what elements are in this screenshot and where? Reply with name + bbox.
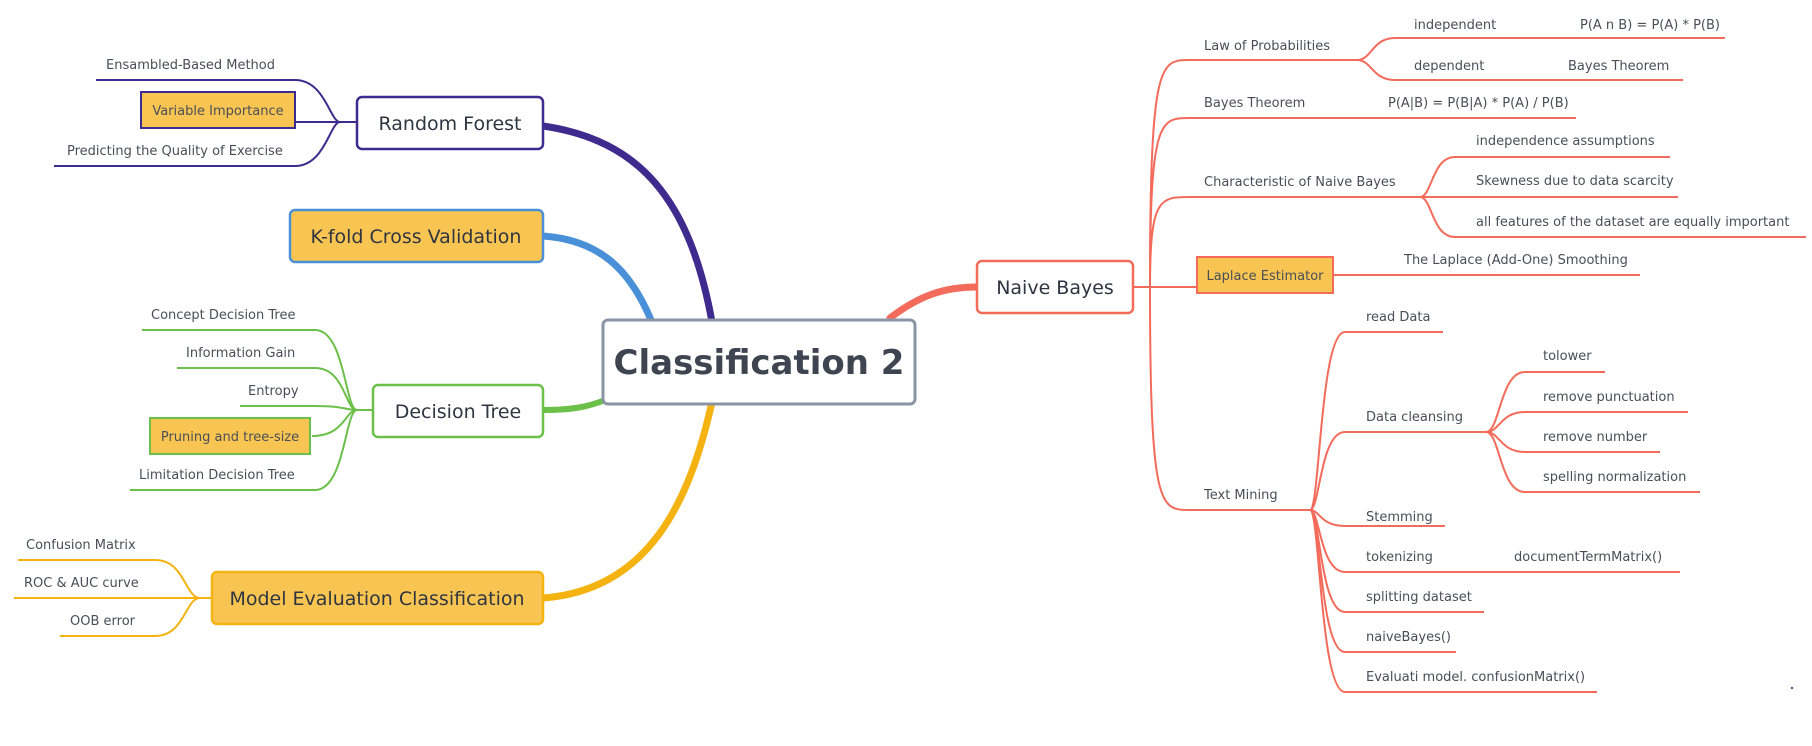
nb-characteristic: Characteristic of Naive Bayes — [1204, 175, 1396, 190]
connector-naive-bayes — [886, 283, 981, 322]
nb-law-independent: independent — [1414, 18, 1496, 33]
nb-law-of-probabilities: Law of Probabilities — [1204, 39, 1330, 54]
model-eval-node[interactable] — [210, 570, 545, 626]
dt-child-pruning-box — [149, 417, 311, 455]
connector-random-forest — [539, 122, 716, 326]
nb-bayes-theorem: Bayes Theorem — [1204, 96, 1305, 111]
nb-law-dependent-note: Bayes Theorem — [1568, 59, 1669, 74]
rf-child-ensembled: Ensambled-Based Method — [106, 58, 275, 73]
tm-clean-punctuation: remove punctuation — [1543, 390, 1675, 405]
nb-laplace-estimator: Laplace Estimator — [1206, 269, 1324, 284]
tm-clean-number: remove number — [1543, 430, 1648, 445]
dt-child-entropy: Entropy — [248, 384, 299, 399]
tm-tokenizing: tokenizing — [1366, 550, 1433, 565]
tm-stemming: Stemming — [1366, 510, 1433, 525]
stray-dot — [1790, 686, 1794, 690]
tm-clean-spelling: spelling normalization — [1543, 470, 1686, 485]
tm-read-data: read Data — [1366, 310, 1430, 325]
tm-naive-bayes-fn: naiveBayes() — [1366, 630, 1451, 645]
connector-model-eval — [539, 398, 716, 602]
rf-child-variable-importance: Variable Importance — [152, 104, 283, 119]
tm-document-term-matrix: documentTermMatrix() — [1514, 550, 1662, 565]
model-eval-links — [14, 559, 212, 637]
dt-child-concept: Concept Decision Tree — [151, 308, 295, 323]
dt-child-limitation: Limitation Decision Tree — [139, 468, 295, 483]
nb-char-skewness: Skewness due to data scarcity — [1476, 174, 1674, 189]
central-topic-node[interactable] — [601, 318, 917, 406]
decision-tree-links — [130, 329, 373, 491]
random-forest-links — [54, 79, 357, 167]
me-child-roc-auc: ROC & AUC curve — [24, 576, 139, 591]
central-topic-label: Classification 2 — [614, 343, 905, 383]
tm-splitting: splitting dataset — [1366, 590, 1472, 605]
kfold-node[interactable] — [288, 208, 545, 264]
rf-child-predicting: Predicting the Quality of Exercise — [67, 144, 283, 159]
dt-child-pruning: Pruning and tree-size — [161, 430, 299, 445]
connector-decision-tree — [540, 397, 608, 413]
nb-text-mining: Text Mining — [1203, 488, 1278, 503]
nb-law-independent-formula: P(A n B) = P(A) * P(B) — [1580, 18, 1720, 33]
connector-kfold — [539, 232, 655, 324]
model-eval-label: Model Evaluation Classification — [229, 588, 524, 610]
naive-bayes-node[interactable] — [975, 259, 1135, 315]
decision-tree-label: Decision Tree — [395, 401, 522, 423]
rf-child-variable-importance-box — [140, 91, 296, 129]
naive-bayes-links — [1133, 37, 1806, 693]
me-child-oob: OOB error — [70, 614, 136, 629]
nb-char-equally-important: all features of the dataset are equally … — [1476, 215, 1789, 230]
tm-clean-tolower: tolower — [1543, 349, 1592, 364]
nb-law-dependent: dependent — [1414, 59, 1484, 74]
naive-bayes-label: Naive Bayes — [996, 277, 1114, 299]
tm-data-cleansing: Data cleansing — [1366, 410, 1463, 425]
me-child-confusion-matrix: Confusion Matrix — [26, 538, 136, 553]
nb-laplace-box — [1196, 256, 1334, 294]
random-forest-node[interactable] — [355, 95, 545, 151]
nb-laplace-smoothing: The Laplace (Add-One) Smoothing — [1403, 253, 1628, 268]
tm-evaluate: Evaluati model. confusionMatrix() — [1366, 670, 1585, 685]
nb-char-independence: independence assumptions — [1476, 134, 1655, 149]
dt-child-information-gain: Information Gain — [186, 346, 295, 361]
decision-tree-node[interactable] — [371, 383, 545, 439]
kfold-label: K-fold Cross Validation — [311, 226, 522, 248]
random-forest-label: Random Forest — [378, 113, 521, 135]
nb-bayes-formula: P(A|B) = P(B|A) * P(A) / P(B) — [1388, 96, 1569, 111]
